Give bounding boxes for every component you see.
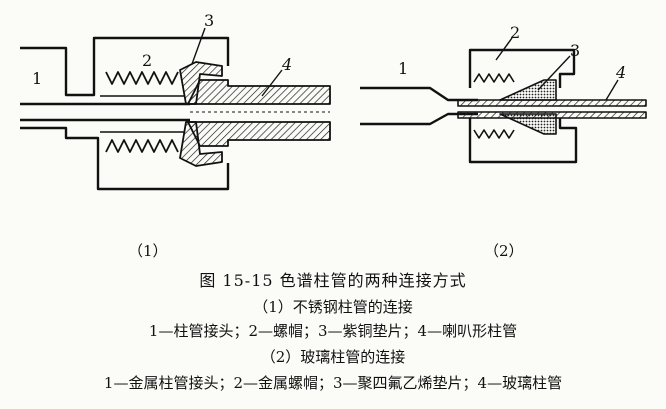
ptfe-gasket-upper [499,79,557,101]
leader-3-a [191,27,206,65]
label-3-a: 3 [204,11,214,30]
flared-column-upper [187,79,331,105]
label-1-b: 1 [398,59,408,78]
fitting-body-lower [20,126,230,191]
figure-title: 图 15-15 色谱柱管的两种连接方式 [199,271,467,290]
nut-thread-lower [105,139,179,153]
glass-column-upper [457,99,647,107]
leader-4-a [261,69,283,97]
sub-label-diagram-1: （1） [128,242,168,260]
part1-legend: 1—柱管接头；2—螺帽；3—紫铜垫片；4—喇叭形柱管 [148,322,518,340]
label-4-b: 4 [615,63,626,82]
leader-4-b [605,79,619,101]
label-2-a: 2 [142,51,152,70]
leader-3-b [537,55,571,91]
label-1-a: 1 [32,69,42,88]
metal-nut-upper [468,48,576,88]
nut-thread-b-upper [473,73,515,83]
metal-nut-lower [468,118,578,164]
fitting-body-upper [20,36,230,97]
diagram-glass [360,37,647,164]
glass-column-lower [457,111,647,119]
flared-column-lower [187,121,331,147]
sub-label-diagram-2: （2） [484,242,524,260]
nut-thread-b-lower [473,129,515,139]
leader-2-b [495,37,513,61]
metal-fitting-upper [360,86,478,102]
part2-legend: 1—金属柱管接头；2—金属螺帽；3—聚四氟乙烯垫片；4—玻璃柱管 [103,374,563,392]
label-3-b: 3 [570,41,580,60]
diagram-stainless-steel [20,27,331,191]
nut-thread-upper [105,71,179,85]
label-2-b: 2 [510,23,520,42]
label-4-a: 4 [281,55,292,74]
part2-title: （2）玻璃柱管的连接 [260,348,406,366]
part1-title: （1）不锈钢柱管的连接 [253,298,413,316]
